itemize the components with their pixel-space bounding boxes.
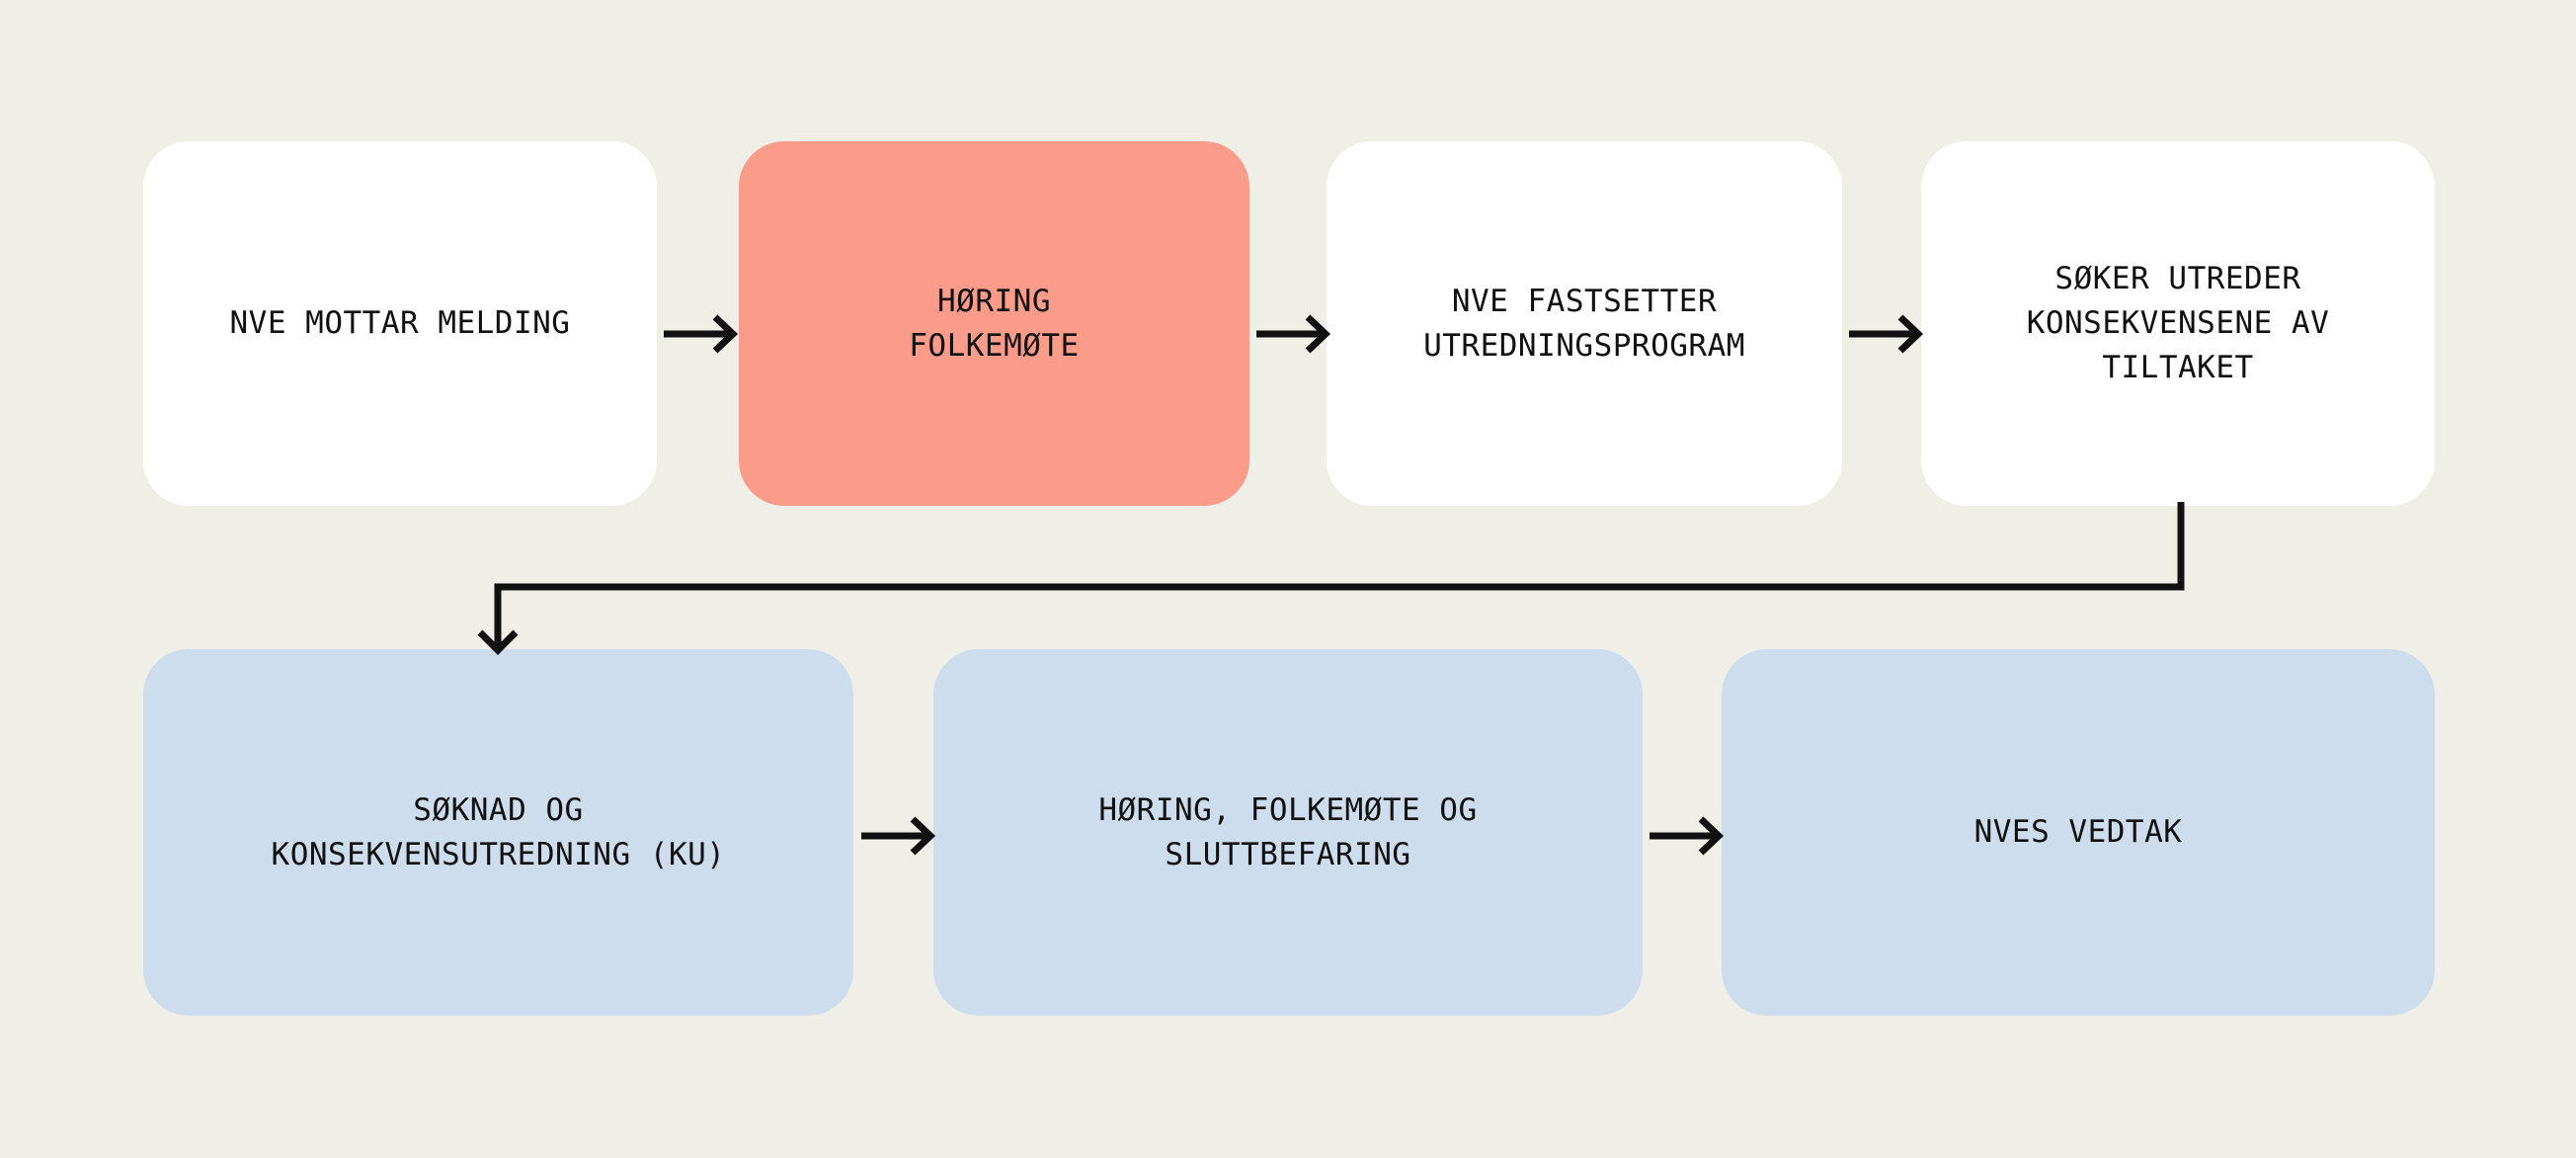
flow-node-label: NVE FASTSETTER UTREDNINGSPROGRAM — [1423, 283, 1745, 364]
arrow-icon-soknad-ku-to-horing-sluttbefaring — [861, 808, 936, 864]
flow-node-horing-folkemote-sluttbefaring[interactable]: HØRING, FOLKEMØTE OG SLUTTBEFARING — [933, 649, 1643, 1016]
flow-node-nves-vedtak[interactable]: NVES VEDTAK — [1722, 649, 2435, 1016]
flow-node-label: NVES VEDTAK — [1973, 814, 2183, 851]
flow-node-label: NVE MOTTAR MELDING — [229, 305, 571, 342]
flow-node-label: SØKNAD OG KONSEKVENSUTREDNING (KU) — [271, 791, 726, 872]
flow-node-label: HØRING FOLKEMØTE — [909, 283, 1080, 364]
arrow-icon-nve-fastsetter-to-soker-utreder — [1849, 306, 1924, 362]
flow-node-nve-mottar-melding[interactable]: NVE MOTTAR MELDING — [143, 141, 657, 506]
flow-node-label: SØKER UTREDER KONSEKVENSENE AV TILTAKET — [2026, 261, 2330, 385]
flow-node-soker-utreder-konsekvensene[interactable]: SØKER UTREDER KONSEKVENSENE AV TILTAKET — [1921, 141, 2435, 506]
flow-node-horing-folkemote[interactable]: HØRING FOLKEMØTE — [739, 141, 1249, 506]
flow-node-label: HØRING, FOLKEMØTE OG SLUTTBEFARING — [1098, 791, 1478, 872]
arrow-icon-nve-mottar-melding-to-horing-folkemote — [664, 306, 739, 362]
arrow-icon-soker-utreder-to-soknad-ku — [477, 502, 2185, 660]
arrow-icon-horing-folkemote-to-nve-fastsetter — [1256, 306, 1331, 362]
flow-node-nve-fastsetter-utredningsprogram[interactable]: NVE FASTSETTER UTREDNINGSPROGRAM — [1327, 141, 1842, 506]
flow-node-soknad-og-konsekvensutredning[interactable]: SØKNAD OG KONSEKVENSUTREDNING (KU) — [143, 649, 853, 1016]
arrow-icon-horing-sluttbefaring-to-nves-vedtak — [1650, 808, 1725, 864]
